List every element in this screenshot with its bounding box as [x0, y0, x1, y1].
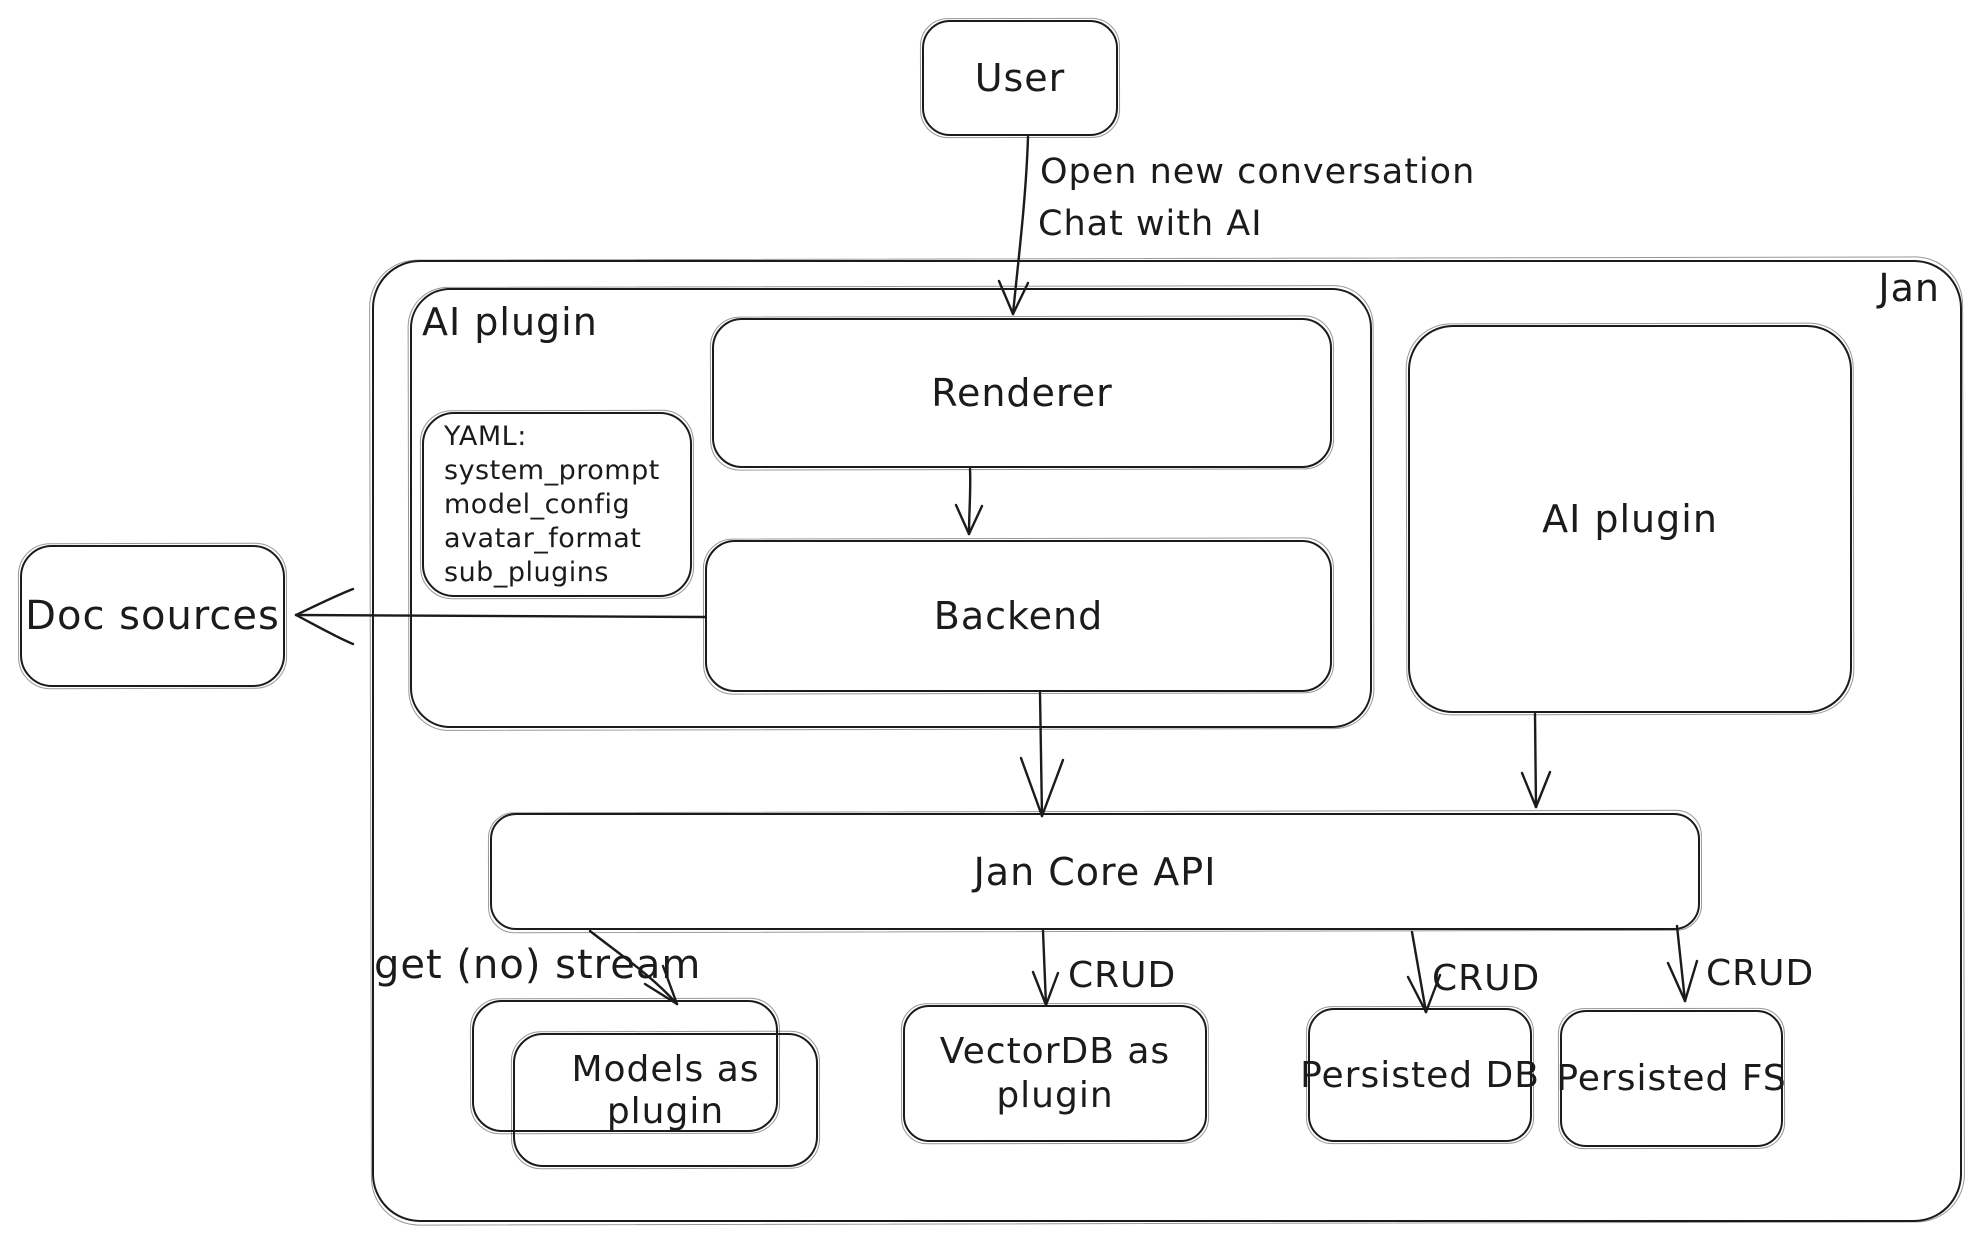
models-plugin-label-line1: Models as: [571, 1049, 760, 1090]
persisted-fs-node: Persisted FS: [1556, 1010, 1786, 1147]
ai-plugin-left-label: AI plugin: [422, 300, 598, 344]
yaml-line: sub_plugins: [444, 557, 609, 588]
yaml-line: avatar_format: [444, 523, 642, 554]
persisted-fs-label: Persisted FS: [1556, 1058, 1787, 1099]
edge-label-chat-with-ai: Chat with AI: [1038, 204, 1263, 244]
renderer-node: Renderer: [712, 318, 1332, 468]
ai-plugin-left-container: [410, 288, 1372, 728]
doc-sources-node-label: Doc sources: [25, 593, 280, 639]
vectordb-plugin-node: VectorDB as plugin: [903, 1005, 1207, 1142]
persisted-db-label: Persisted DB: [1300, 1054, 1540, 1096]
backend-node: Backend: [705, 540, 1332, 692]
edge-label-crud-vectordb: CRUD: [1068, 955, 1177, 996]
edge-label-open-conversation: Open new conversation: [1040, 152, 1476, 192]
vectordb-label-line1: VectorDB as: [939, 1030, 1171, 1072]
doc-sources-node: Doc sources: [20, 545, 285, 687]
backend-node-label: Backend: [933, 594, 1104, 638]
jan-core-api-node: Jan Core API: [490, 813, 1700, 930]
user-node-label: User: [974, 56, 1066, 100]
persisted-db-node: Persisted DB: [1300, 1008, 1539, 1142]
edge-label-crud-persisted-fs: CRUD: [1706, 953, 1815, 994]
yaml-note-node: YAML: system_prompt model_config avatar_…: [422, 412, 692, 597]
ai-plugin-right-node: AI plugin: [1408, 325, 1852, 713]
jan-container: [372, 260, 1962, 1222]
yaml-line: YAML:: [444, 421, 527, 452]
edge-label-crud-persisted-db: CRUD: [1432, 958, 1541, 999]
jan-container-label: Jan: [1878, 266, 1940, 310]
vectordb-label-line2: plugin: [996, 1074, 1114, 1116]
ai-plugin-right-label: AI plugin: [1542, 497, 1718, 541]
yaml-note-text: YAML: system_prompt model_config avatar_…: [444, 420, 660, 590]
jan-core-api-label: Jan Core API: [973, 849, 1217, 894]
models-plugin-label-line2: plugin: [606, 1091, 725, 1132]
renderer-node-label: Renderer: [931, 371, 1113, 415]
user-node: User: [922, 20, 1118, 136]
edge-label-get-no-stream: get (no) stream: [374, 942, 702, 988]
yaml-line: model_config: [444, 489, 631, 520]
models-plugin-node: Models as plugin: [513, 1033, 818, 1167]
yaml-line: system_prompt: [444, 455, 660, 486]
